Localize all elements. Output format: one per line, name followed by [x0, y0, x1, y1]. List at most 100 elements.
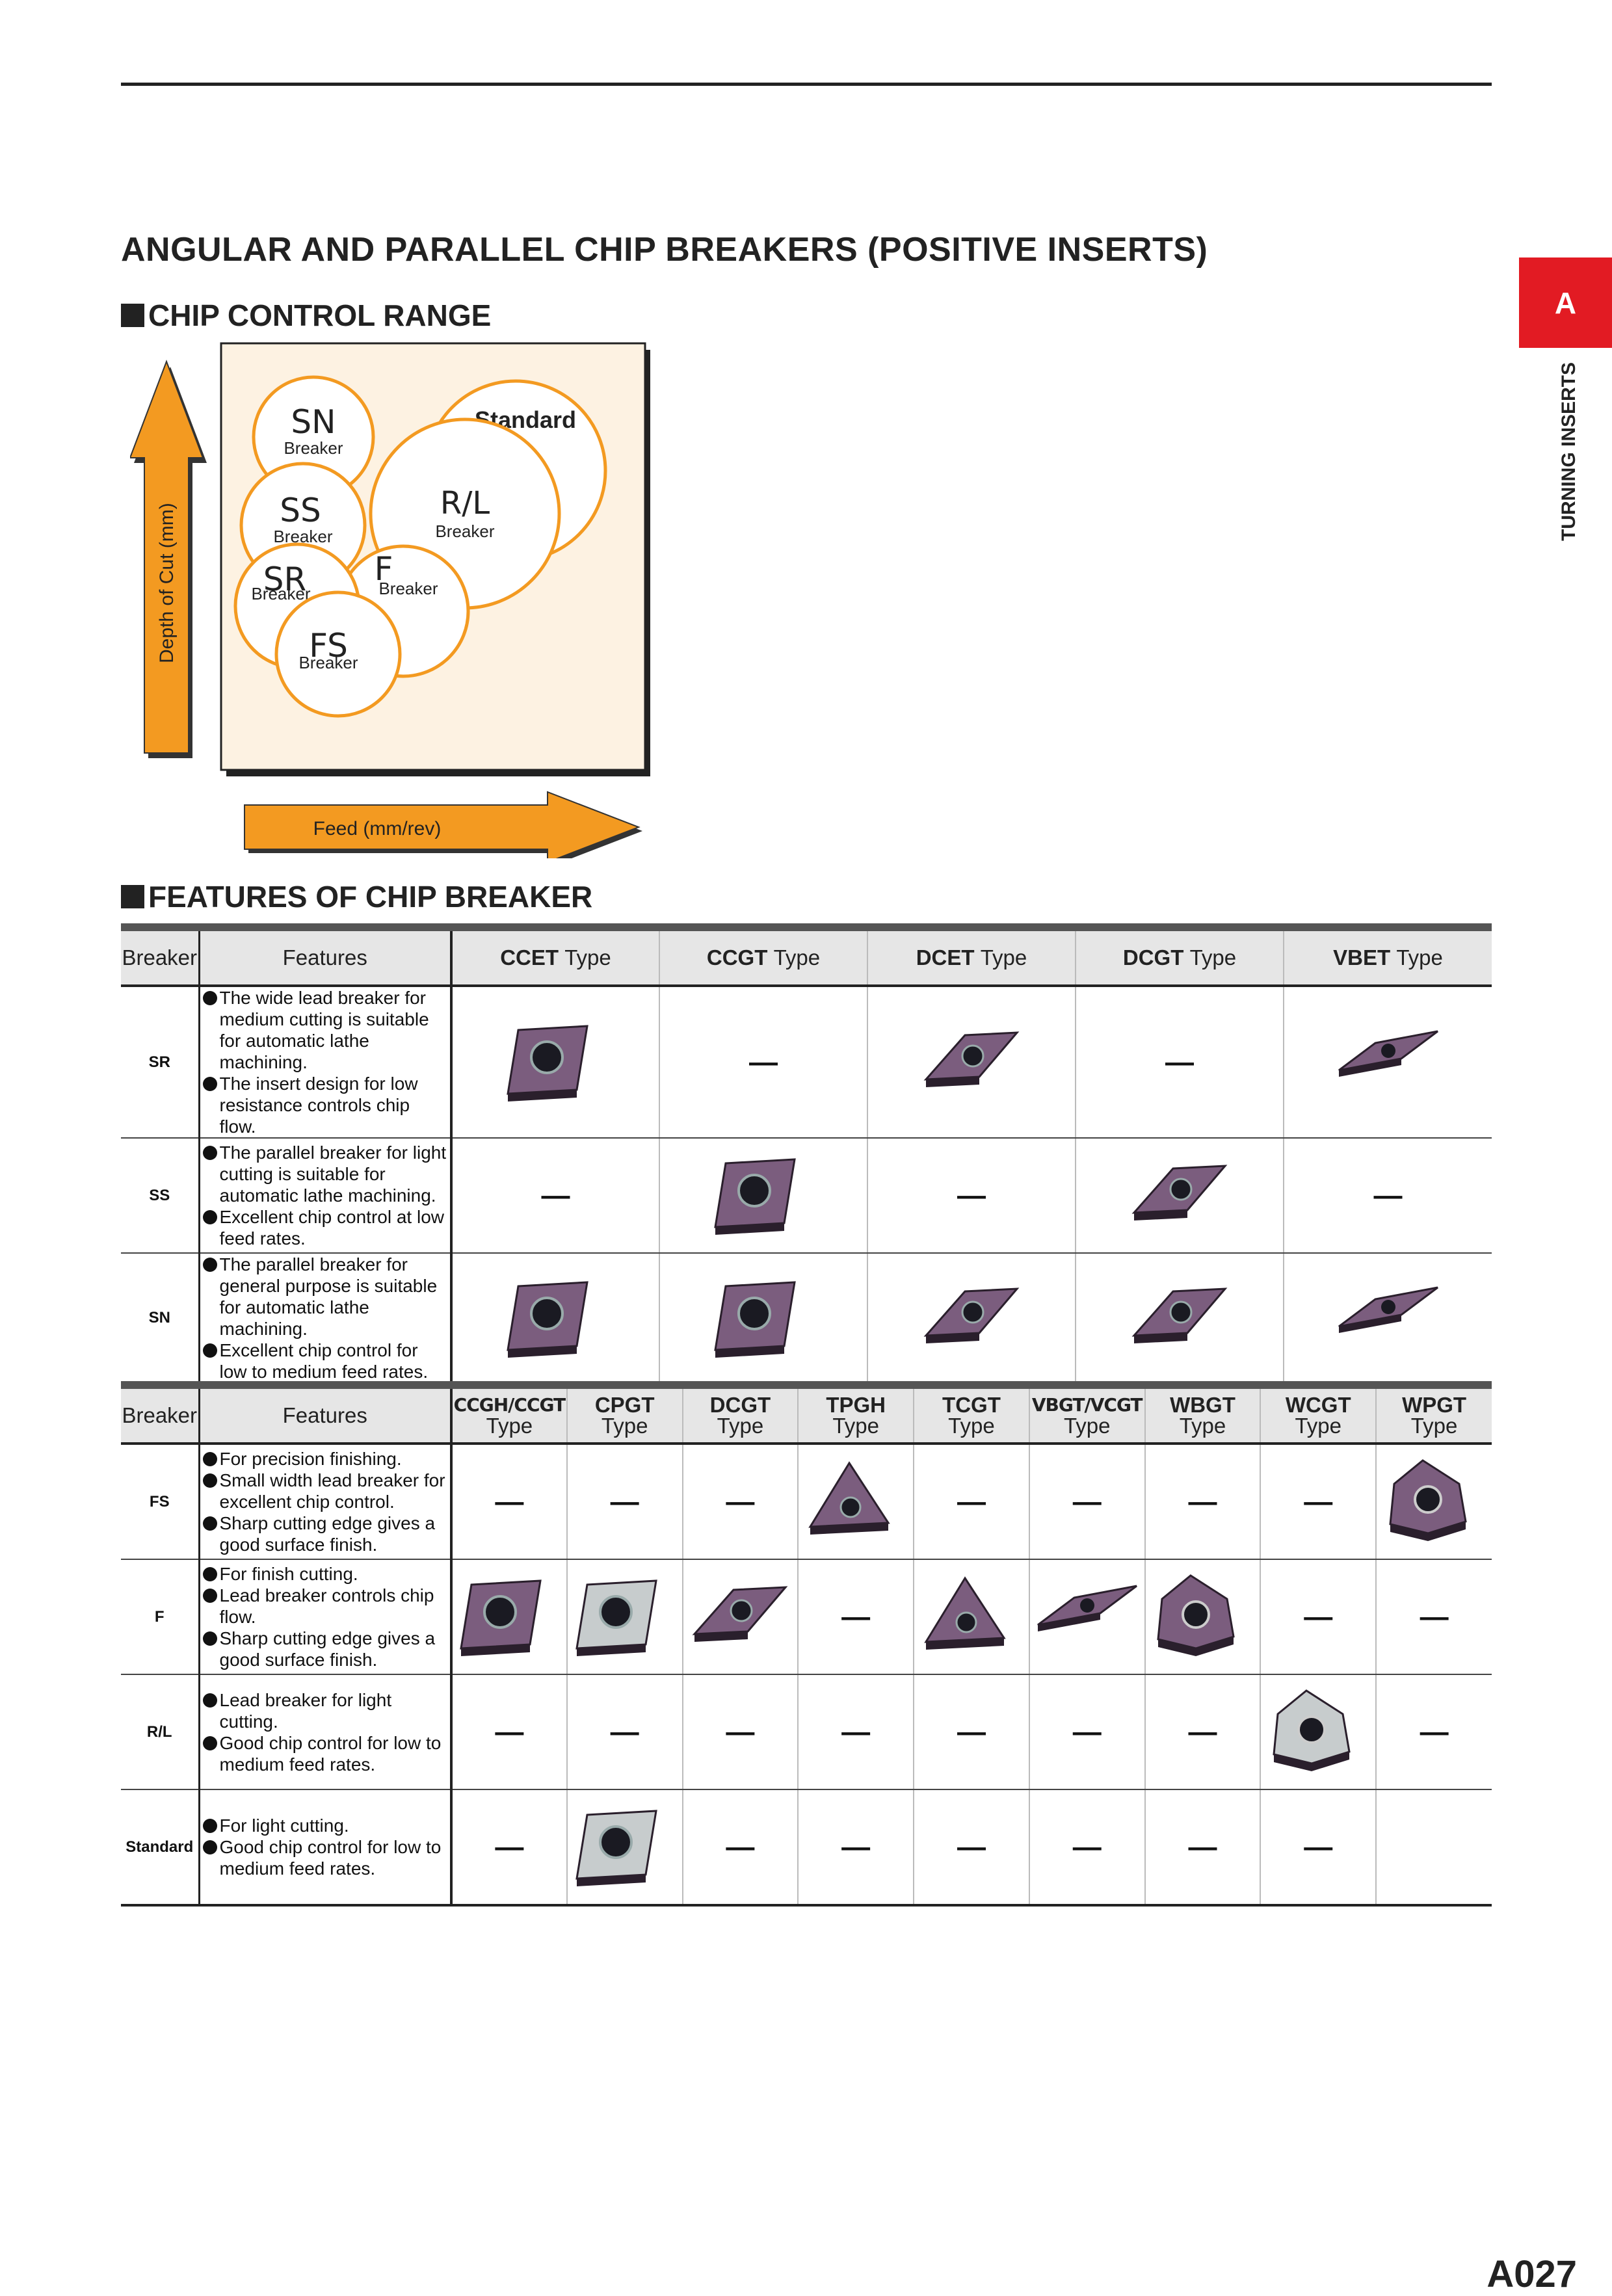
type-cell: —: [913, 1789, 1029, 1907]
type-word: Type: [773, 945, 821, 970]
insert-image-icon: [575, 1810, 657, 1886]
type-cell: [1260, 1674, 1377, 1790]
type-cell: [1283, 986, 1492, 1139]
insert-image-icon: [1338, 1030, 1438, 1077]
type-code: DCGT: [1122, 945, 1190, 970]
not-available-dash: —: [1072, 1485, 1102, 1518]
type-cell: [451, 1559, 567, 1675]
bullet-icon: [202, 1210, 217, 1224]
feature-item: The insert design for low resistance con…: [202, 1073, 451, 1137]
features-cell: The wide lead breaker for medium cutting…: [199, 986, 453, 1139]
not-available-dash: —: [841, 1715, 871, 1748]
insert-image-icon: [808, 1461, 890, 1535]
header-type-4: VBET Type: [1283, 931, 1492, 987]
header-type-3: DCGT Type: [1075, 931, 1284, 987]
feature-text: Good chip control for low to medium feed…: [219, 1837, 442, 1879]
type-word: Type: [1396, 945, 1443, 970]
insert-image-icon: [1131, 1287, 1228, 1343]
bullet-icon: [202, 1146, 217, 1160]
sn-breaker-label: Breaker: [284, 438, 343, 458]
page-number: A027: [1486, 2253, 1577, 2295]
bullet-icon: [202, 1343, 217, 1358]
feature-item: Lead breaker controls chip flow.: [202, 1585, 451, 1628]
type-word: Type: [717, 1414, 764, 1438]
bullet-icon: [202, 1258, 217, 1272]
type-cell: —: [1283, 1138, 1492, 1254]
side-tab[interactable]: A: [1519, 257, 1612, 348]
page-title: ANGULAR AND PARALLEL CHIP BREAKERS (POSI…: [121, 231, 1208, 269]
type-cell: [867, 986, 1076, 1139]
type-code: CPGT: [594, 1393, 655, 1417]
insert-image-icon: [506, 1280, 588, 1358]
type-cell: [1283, 1253, 1492, 1385]
rl-label: R/L: [440, 485, 490, 521]
sn-label: SN: [291, 403, 336, 441]
f-breaker-label: Breaker: [378, 579, 438, 598]
feature-item: For light cutting.: [202, 1815, 451, 1836]
type-cell: —: [913, 1444, 1029, 1560]
type-cell: —: [1375, 1559, 1492, 1675]
insert-image-icon: [714, 1158, 796, 1235]
feature-text: The parallel breaker for light cutting i…: [219, 1142, 447, 1206]
not-available-dash: —: [1420, 1715, 1449, 1748]
not-available-dash: —: [841, 1600, 871, 1633]
type-cell: —: [451, 1444, 567, 1560]
type-cell: —: [1144, 1789, 1261, 1907]
header-type-2: DCET Type: [867, 931, 1076, 987]
type-cell: [1028, 1559, 1145, 1675]
type-cell: [1144, 1559, 1261, 1675]
breaker-cell: Standard: [121, 1789, 200, 1907]
bullet-icon: [202, 991, 217, 1005]
top-rule: [121, 83, 1492, 86]
ss-label: SS: [280, 492, 321, 529]
feature-item: Small width lead breaker for excellent c…: [202, 1470, 451, 1512]
insert-image-icon: [1131, 1165, 1228, 1221]
section-title-features: FEATURES OF CHIP BREAKER: [121, 879, 592, 914]
type-word: Type: [980, 945, 1027, 970]
type-word: Type: [832, 1414, 879, 1438]
type-word: Type: [1295, 1414, 1342, 1438]
not-available-dash: —: [841, 1830, 871, 1863]
header-features: Features: [198, 931, 453, 987]
feature-text: For light cutting.: [219, 1815, 349, 1836]
feature-text: The insert design for low resistance con…: [219, 1074, 418, 1137]
not-available-dash: —: [1188, 1715, 1217, 1748]
type-code: DCET: [916, 945, 981, 970]
type-code: CCGT: [706, 945, 774, 970]
type-word: Type: [564, 945, 611, 970]
not-available-dash: —: [1373, 1179, 1403, 1211]
not-available-dash: —: [1304, 1600, 1333, 1633]
type-cell: —: [1028, 1444, 1145, 1560]
square-bullet-icon: [121, 885, 144, 908]
not-available-dash: —: [957, 1485, 986, 1518]
type-word: Type: [1179, 1414, 1226, 1438]
not-available-dash: —: [726, 1715, 755, 1748]
feature-text: Excellent chip control at low feed rates…: [219, 1207, 445, 1248]
breaker-cell: F: [121, 1559, 200, 1675]
type-code: CCGH/CCGT: [453, 1394, 566, 1416]
type-cell: —: [913, 1674, 1029, 1790]
type-cell: —: [1144, 1444, 1261, 1560]
header-type-1: CCGT Type: [659, 931, 867, 987]
features-cell: For light cutting.Good chip control for …: [199, 1789, 453, 1907]
type-word: Type: [1189, 945, 1237, 970]
not-available-dash: —: [1072, 1715, 1102, 1748]
insert-image-icon: [1037, 1585, 1137, 1631]
bullet-icon: [202, 1819, 217, 1833]
type-cell: —: [566, 1444, 683, 1560]
feature-item: Excellent chip control for low to medium…: [202, 1339, 451, 1382]
not-available-dash: —: [495, 1715, 524, 1748]
type-cell: [1375, 1789, 1492, 1907]
sr-label: SR: [263, 561, 306, 598]
feature-text: Sharp cutting edge gives a good surface …: [219, 1513, 436, 1555]
bullet-icon: [202, 1077, 217, 1091]
not-available-dash: —: [726, 1485, 755, 1518]
not-available-dash: —: [1165, 1046, 1194, 1078]
